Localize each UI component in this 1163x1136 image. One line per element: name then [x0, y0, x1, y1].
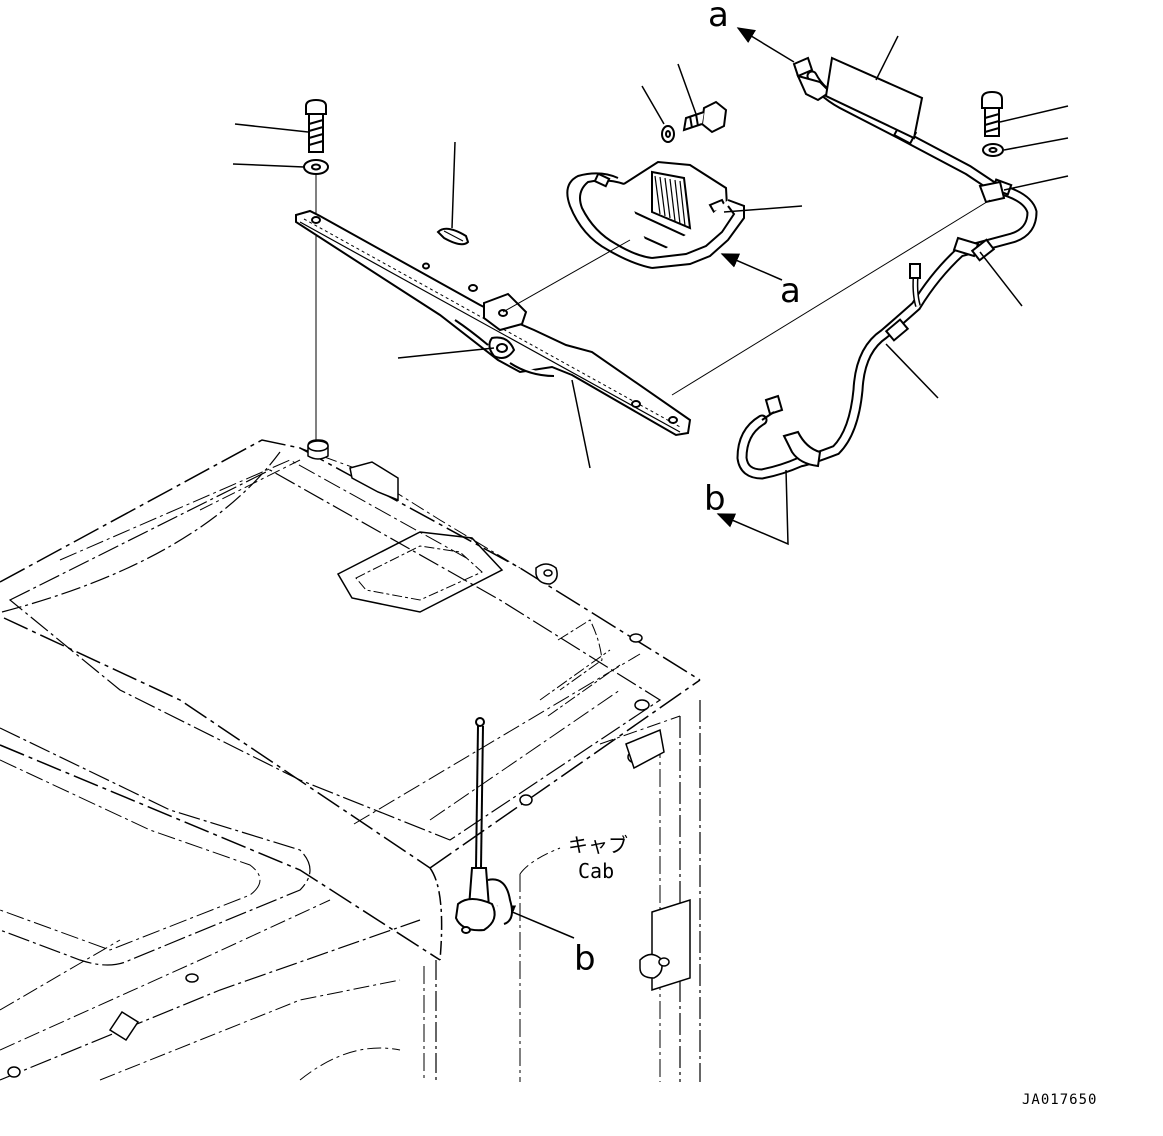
bracket-bar	[295, 209, 692, 437]
arrow-a-mid	[720, 253, 783, 281]
leader-washer-right	[1003, 137, 1069, 151]
clip	[436, 227, 470, 246]
leader-bolt-left	[234, 123, 309, 133]
leader-harness-clamp	[979, 251, 1023, 307]
wiring-harness	[736, 70, 1038, 480]
bolt-right	[981, 90, 1003, 137]
bolt-left	[305, 98, 327, 153]
arrow-a-top	[736, 27, 795, 63]
arrow-b-left-bracket	[716, 469, 789, 546]
leader-washer-center	[641, 85, 665, 125]
cab-label-jp: キャブ	[568, 833, 628, 857]
drawing-code: JA017650	[1022, 1092, 1097, 1108]
leader-harness-main	[885, 343, 939, 399]
assembly-line-right	[671, 199, 991, 396]
bolt-center	[682, 100, 728, 134]
washer-left	[303, 159, 329, 175]
receiver-unit	[566, 160, 745, 269]
washer-right	[982, 143, 1004, 157]
cab-body	[0, 439, 701, 1082]
callout-b-left: b	[704, 479, 726, 519]
whip-antenna	[454, 717, 513, 934]
callout-a-mid: a	[780, 271, 801, 311]
leader-bolt-right	[999, 105, 1069, 123]
leader-bracket-grommet	[397, 347, 495, 359]
callout-a-top: a	[708, 0, 729, 35]
leader-clamp-right	[1003, 175, 1069, 191]
leader-receiver	[723, 205, 803, 213]
cab-label-en: Cab	[578, 859, 614, 883]
leader-bolt-center	[677, 63, 697, 115]
harness-label-tag	[824, 56, 924, 140]
assembly-line-receiver	[502, 239, 631, 313]
leader-clip	[451, 141, 456, 229]
leader-washer-left	[232, 163, 305, 168]
harness-fittings	[761, 56, 1013, 468]
leader-harness-tag	[875, 35, 899, 81]
cab-fittings	[7, 439, 691, 1078]
washer-center	[661, 125, 675, 143]
leader-bracket-bottom	[571, 379, 591, 469]
callout-b-bottom: b	[574, 939, 596, 979]
